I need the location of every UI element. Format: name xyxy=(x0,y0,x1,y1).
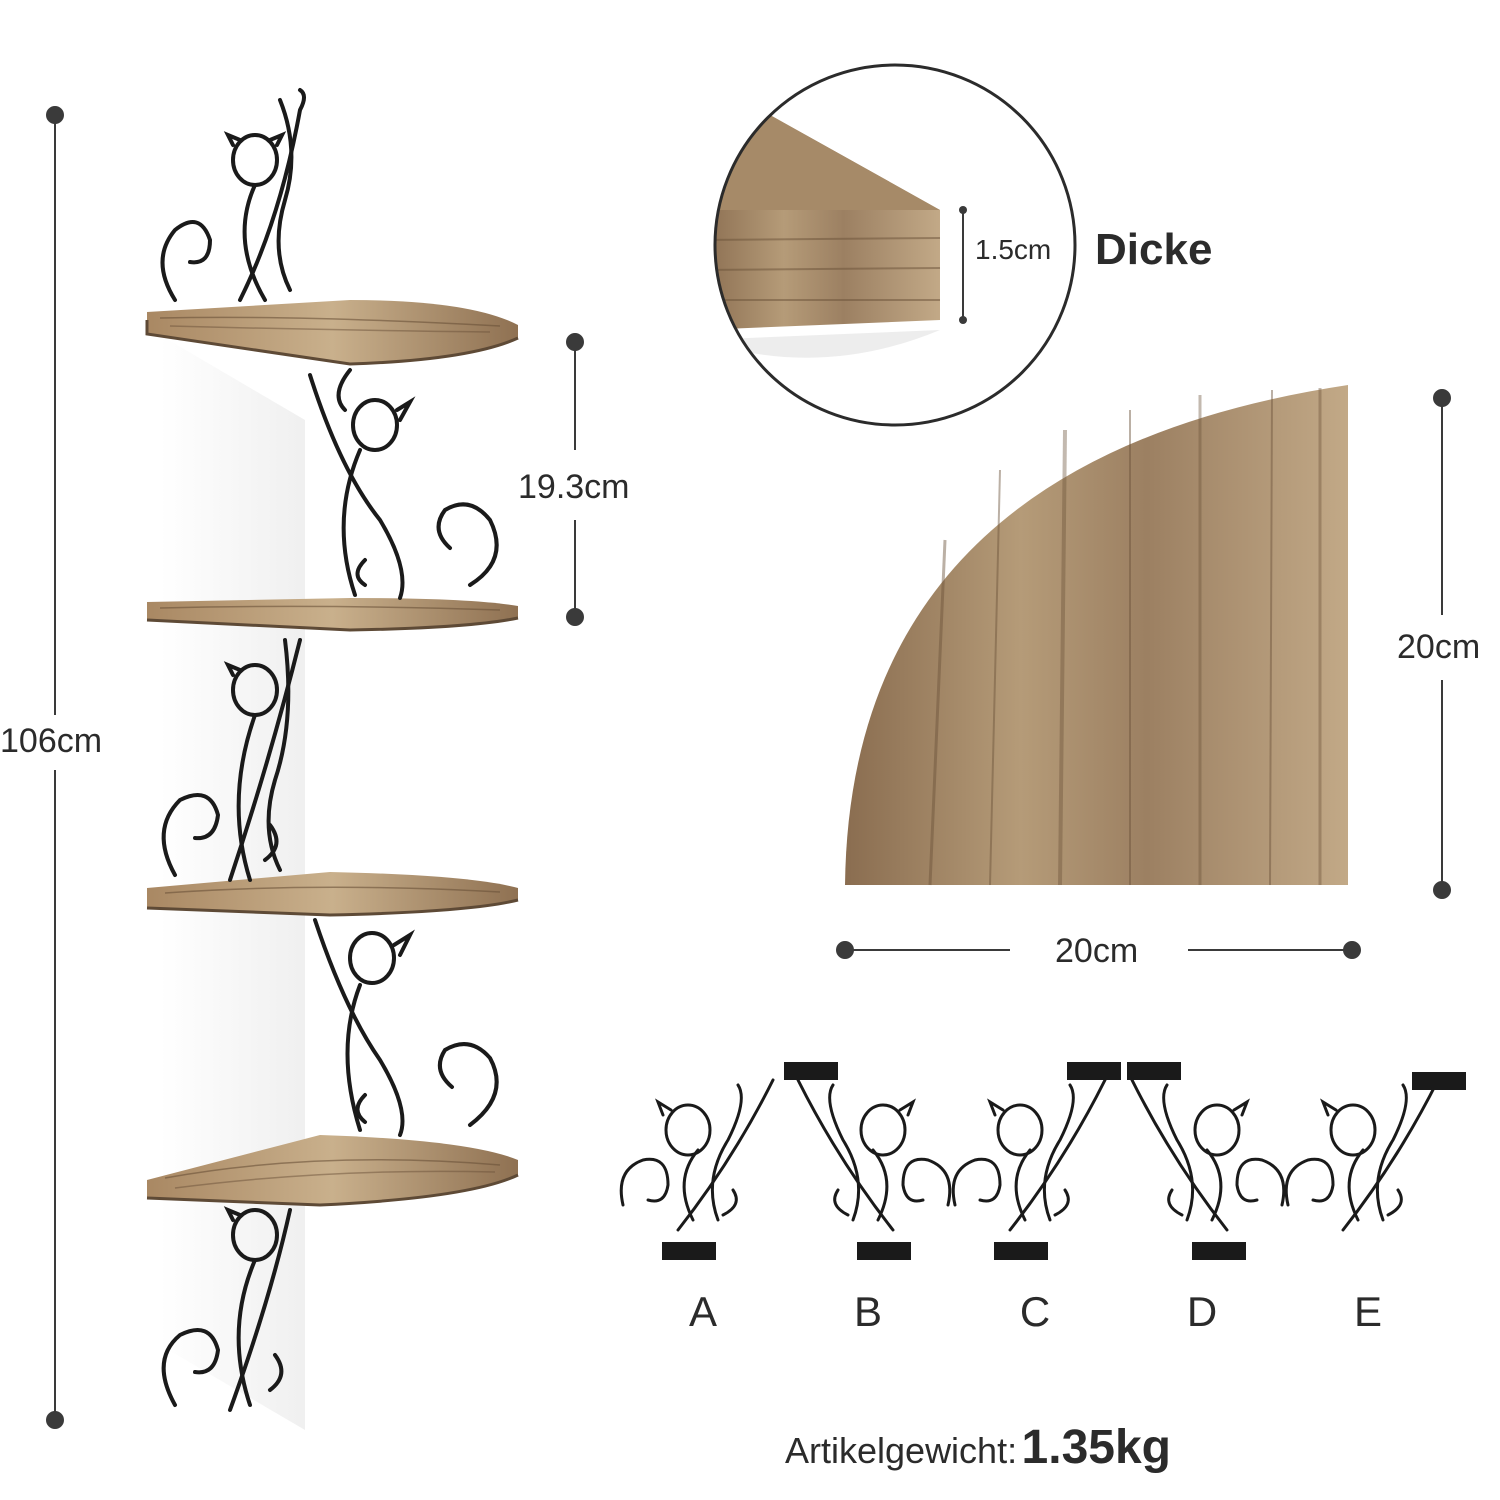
bracket-variant-d xyxy=(1130,1078,1286,1232)
bracket-variants xyxy=(619,1062,1466,1260)
bracket-variant-e xyxy=(1284,1078,1440,1232)
mount-plate xyxy=(1067,1062,1121,1080)
bracket-variant-b xyxy=(796,1078,952,1232)
shelf-3 xyxy=(146,872,519,917)
mount-plate xyxy=(1412,1072,1466,1090)
thickness-title: Dicke xyxy=(1095,225,1213,274)
cat-bracket-top xyxy=(160,88,306,302)
depth-dimension-line xyxy=(1433,389,1451,899)
bracket-variant-c xyxy=(951,1078,1107,1232)
mount-plate xyxy=(1127,1062,1181,1080)
width-label: 20cm xyxy=(1055,932,1139,970)
height-dimension-line xyxy=(46,106,64,1429)
shelf-1 xyxy=(145,300,519,366)
cat-bracket-3 xyxy=(161,638,302,882)
spacing-dimension-line xyxy=(566,333,584,626)
variant-letter-e: E xyxy=(1353,1288,1382,1335)
cat-bracket-bottom xyxy=(161,1206,292,1412)
shelf-top-view xyxy=(845,385,1348,886)
mount-plate xyxy=(857,1242,911,1260)
depth-label: 20cm xyxy=(1397,628,1481,666)
variant-letter-c: C xyxy=(1019,1288,1051,1335)
mount-plate xyxy=(784,1062,838,1080)
width-dimension-line xyxy=(836,941,1361,959)
cat-bracket-2 xyxy=(308,368,499,600)
thickness-value-label: 1.5cm xyxy=(975,234,1052,265)
variant-letter-a: A xyxy=(688,1288,717,1335)
mount-plate xyxy=(662,1242,716,1260)
thickness-zoom-circle xyxy=(713,63,1077,427)
weight-row: Artikelgewicht: 1.35kg xyxy=(785,1420,1171,1475)
shelf-spacing-label: 19.3cm xyxy=(518,468,630,506)
total-height-label: 106cm xyxy=(0,722,103,760)
mount-plate xyxy=(994,1242,1048,1260)
weight-value: 1.35kg xyxy=(1021,1421,1171,1474)
cat-bracket-4 xyxy=(313,918,499,1137)
weight-label: Artikelgewicht: xyxy=(785,1430,1018,1471)
shelf-2 xyxy=(146,598,519,632)
bracket-variant-a xyxy=(619,1078,775,1232)
variant-letter-b: B xyxy=(853,1288,882,1335)
mount-plate xyxy=(1192,1242,1246,1260)
variant-letter-d: D xyxy=(1186,1288,1218,1335)
shelf-4 xyxy=(146,1135,519,1207)
